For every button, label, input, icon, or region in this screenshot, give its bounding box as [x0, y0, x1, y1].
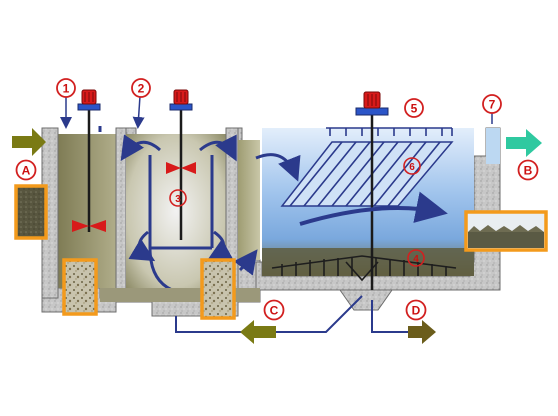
callout-6: 6: [403, 157, 421, 175]
svg-text:7: 7: [489, 98, 496, 112]
sludge-hopper: [339, 289, 393, 311]
sample-raw-water: [14, 184, 48, 240]
flow-arrows: [98, 126, 448, 276]
scraper-drive: [355, 91, 389, 290]
callout-2: 2: [131, 78, 151, 98]
callout-7: 7: [482, 94, 502, 114]
stream-label-a: A: [15, 159, 37, 181]
svg-text:6: 6: [409, 162, 415, 173]
svg-text:4: 4: [413, 254, 419, 265]
transfer-channel: [238, 140, 260, 260]
sample-flocculated: [200, 258, 236, 320]
svg-text:A: A: [22, 164, 31, 178]
callout-4: 4: [407, 249, 425, 267]
outflow-arrow: [506, 129, 542, 157]
svg-text:B: B: [524, 164, 533, 178]
sample-clarified: [464, 210, 548, 252]
svg-text:C: C: [270, 304, 279, 318]
callout-3: 3: [169, 189, 187, 207]
svg-text:1: 1: [63, 82, 70, 96]
callout-5: 5: [404, 98, 424, 118]
svg-text:5: 5: [411, 102, 418, 116]
sludge-arrow-d: [408, 320, 436, 344]
sludge-arrow-c: [240, 320, 276, 344]
mixer-2: [166, 89, 196, 240]
outlet-channel: [486, 128, 500, 164]
svg-text:3: 3: [175, 194, 181, 205]
svg-text:D: D: [412, 304, 421, 318]
inflow-arrow: [12, 128, 46, 156]
callout-1: 1: [56, 78, 76, 98]
stream-label-d: D: [405, 299, 427, 321]
sample-coagulated: [62, 258, 98, 316]
collection-troughs: [326, 127, 453, 136]
svg-text:2: 2: [138, 82, 145, 96]
stream-label-b: B: [517, 159, 539, 181]
stream-label-c: C: [263, 299, 285, 321]
clarifier-sludge: [262, 248, 474, 276]
callout-leaders: [60, 95, 493, 129]
mixer-1: [72, 89, 106, 232]
bottom-channel: [100, 288, 260, 302]
